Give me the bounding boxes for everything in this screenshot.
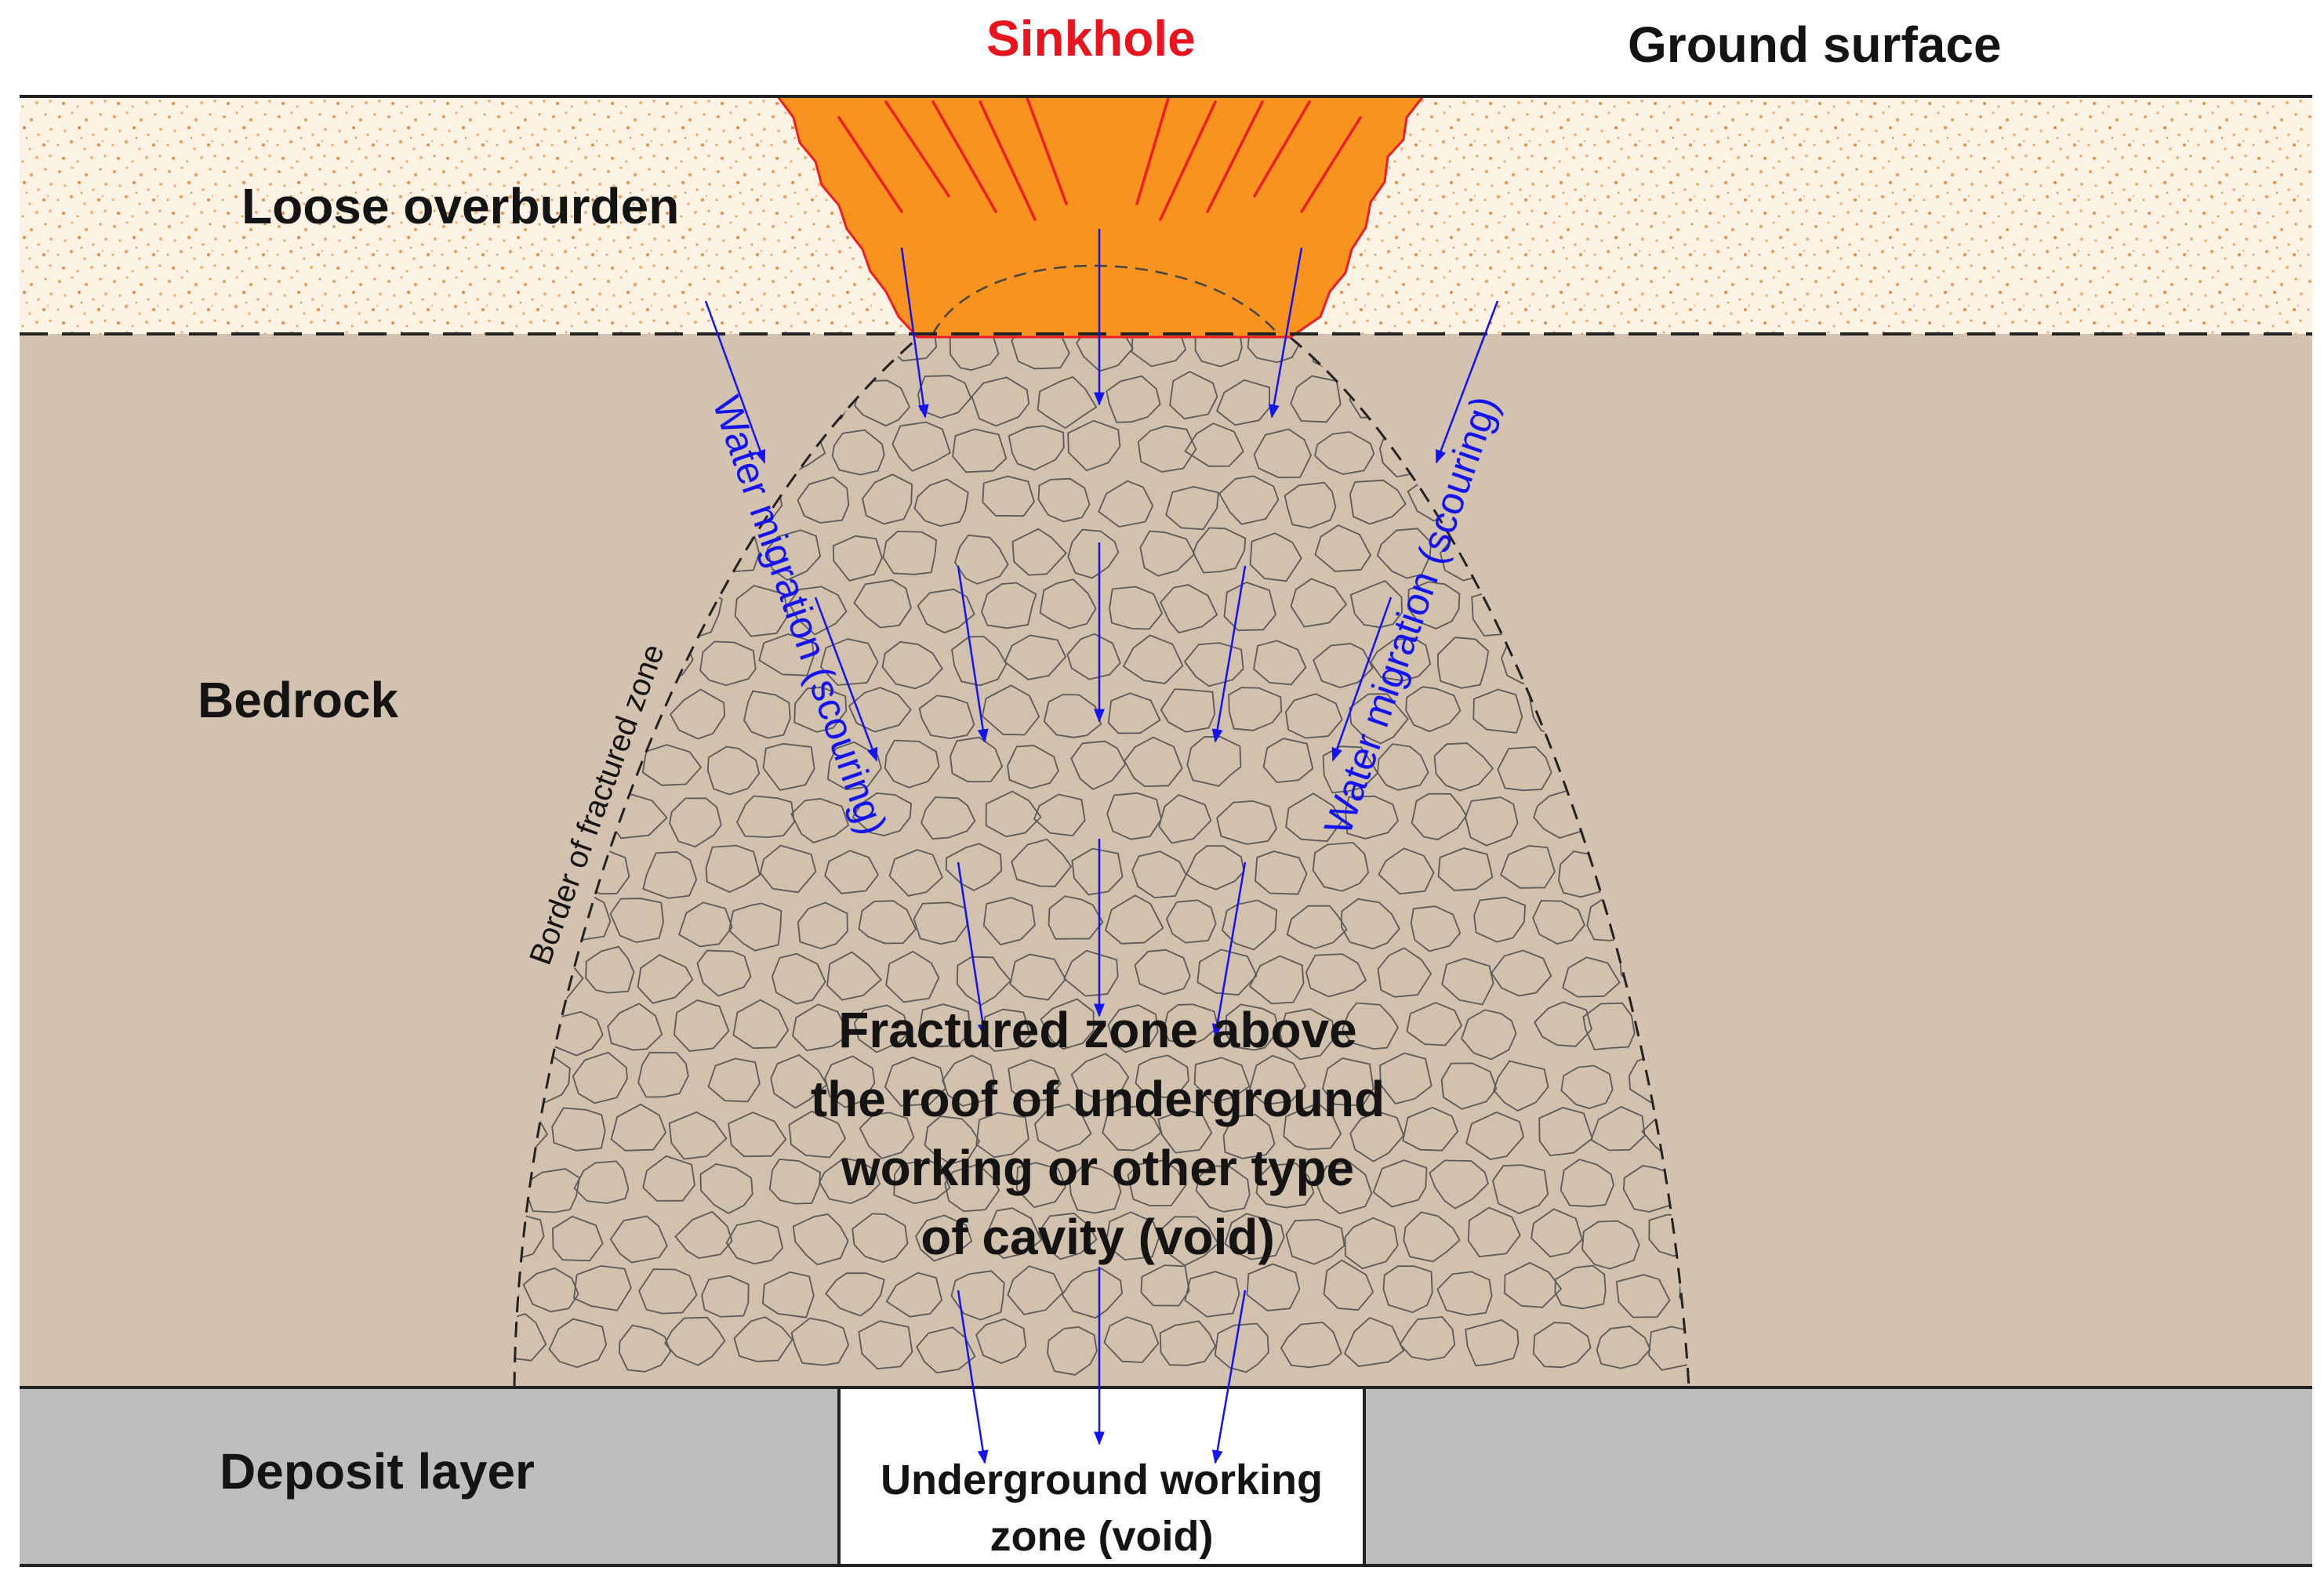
void-zone-line-2: zone (void) xyxy=(990,1513,1214,1560)
water-flow-arrows xyxy=(704,229,1499,1464)
sinkhole-label: Sinkhole xyxy=(986,10,1196,67)
loose-overburden-label: Loose overburden xyxy=(241,178,680,234)
fractured-zone-line-3: working or other type xyxy=(841,1140,1355,1196)
void-zone-line-1: Underground working xyxy=(881,1456,1323,1503)
void-box xyxy=(837,1386,1366,1567)
deposit-layer-right xyxy=(1364,1387,2312,1565)
fractured-zone-line-2: the roof of underground xyxy=(810,1071,1385,1127)
fractured-zone-line-4: of cavity (void) xyxy=(921,1209,1275,1265)
deposit-layer-left xyxy=(20,1387,839,1565)
deposit-layer-label: Deposit layer xyxy=(220,1443,535,1500)
sinkhole-crater xyxy=(775,95,1426,339)
ground-surface-label: Ground surface xyxy=(1628,16,2002,73)
fractured-zone-line-1: Fractured zone above xyxy=(838,1002,1357,1058)
bedrock-label: Bedrock xyxy=(198,672,399,728)
fractured-zone-label: Fractured zone above the roof of undergr… xyxy=(706,996,1490,1271)
fractured-zone-border xyxy=(513,335,1690,1388)
void-zone-label: Underground working zone (void) xyxy=(839,1452,1364,1565)
fractured-zone xyxy=(513,335,1690,1388)
